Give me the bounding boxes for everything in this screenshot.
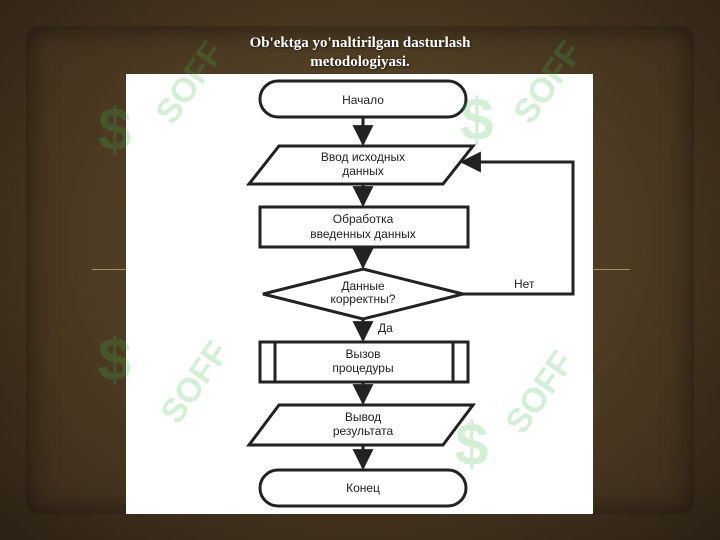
output-label-line-1: Вывод bbox=[345, 410, 381, 424]
no-branch-label: Нет bbox=[514, 277, 535, 291]
end-terminator bbox=[258, 468, 468, 508]
divider-right bbox=[592, 269, 630, 270]
output-label-line-2: результата bbox=[333, 424, 394, 438]
output-parallelogram bbox=[246, 403, 476, 447]
end-label: Конец bbox=[346, 481, 380, 495]
flowchart-panel: Начало Ввод исходных данных Обработка вв… bbox=[126, 74, 593, 514]
start-label: Начало bbox=[342, 93, 384, 107]
divider-left bbox=[92, 269, 128, 270]
input-label-line-2: данных bbox=[342, 164, 384, 178]
process-box bbox=[258, 205, 470, 249]
input-label-line-1: Ввод исходных bbox=[321, 150, 405, 164]
slide-title-line-2: metodologiyasi. bbox=[310, 54, 410, 70]
call-label-line-1: Вызов bbox=[345, 347, 380, 361]
yes-branch-label: Да bbox=[378, 321, 393, 335]
process-label-line-1: Обработка bbox=[333, 212, 394, 226]
decision-label-line-2: корректны? bbox=[331, 292, 396, 306]
flowchart: Начало Ввод исходных данных Обработка вв… bbox=[245, 79, 575, 508]
slide-title: Ob'ektga yo'naltirilgan dasturlash metod… bbox=[190, 34, 530, 72]
call-procedure-box bbox=[258, 340, 470, 384]
process-label-line-2: введенных данных bbox=[310, 227, 415, 241]
call-label-line-2: процедуры bbox=[332, 361, 393, 375]
input-parallelogram bbox=[245, 144, 477, 186]
connector-no-loop bbox=[459, 151, 575, 296]
slide-title-line-1: Ob'ektga yo'naltirilgan dasturlash bbox=[249, 35, 471, 51]
decision-label-line-1: Данные bbox=[341, 279, 385, 293]
